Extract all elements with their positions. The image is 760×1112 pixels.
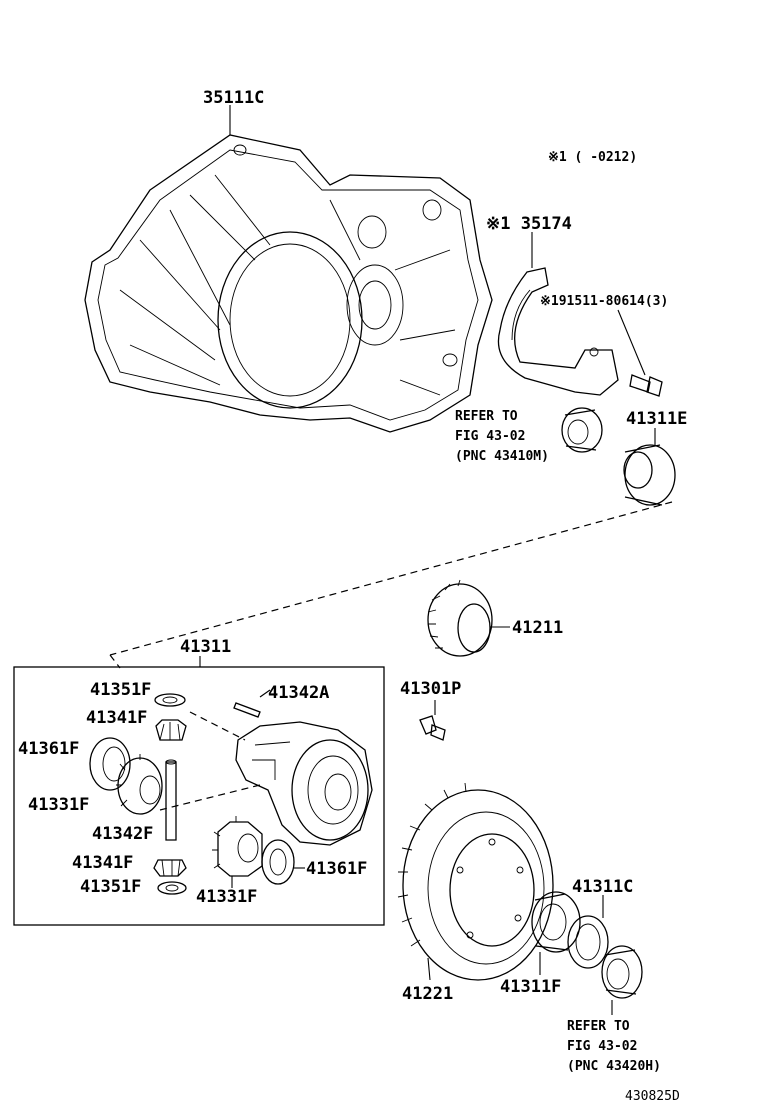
side-gear-41331f-left[interactable]: [116, 754, 163, 815]
bearing-41311f[interactable]: [531, 891, 581, 975]
figure-code: 430825D: [625, 1089, 680, 1104]
label-41351f-top[interactable]: 41351F: [90, 680, 151, 700]
label-35111c[interactable]: 35111C: [203, 88, 264, 108]
bearing-41311e[interactable]: [623, 428, 676, 506]
bolt-91511[interactable]: [617, 309, 663, 397]
pinion-gear-41341f-bottom[interactable]: [153, 859, 187, 877]
oil-seal-right[interactable]: [601, 945, 643, 1015]
bolt-41301p[interactable]: [419, 700, 446, 741]
label-91511-80614[interactable]: ※191511-80614(3): [540, 294, 668, 309]
label-41331f-bottom[interactable]: 41331F: [196, 887, 257, 907]
label-refer-1-line3: (PNC 43410M): [455, 449, 549, 464]
label-41342f[interactable]: 41342F: [92, 824, 153, 844]
pin-41342a[interactable]: [233, 689, 271, 718]
diff-guide-line-1: [189, 711, 246, 741]
washer-41361f-right[interactable]: [261, 839, 305, 885]
label-41331f-left[interactable]: 41331F: [28, 795, 89, 815]
transaxle-case[interactable]: [84, 105, 493, 433]
label-41341f-bottom[interactable]: 41341F: [72, 853, 133, 873]
label-41211[interactable]: 41211: [512, 618, 563, 638]
washer-41351f-bottom[interactable]: [157, 881, 187, 895]
label-41221[interactable]: 41221: [402, 984, 453, 1004]
drive-gear-41211[interactable]: [427, 579, 510, 657]
shaft-41342f[interactable]: [165, 759, 177, 841]
label-41342a[interactable]: 41342A: [268, 683, 329, 703]
label-41301p[interactable]: 41301P: [400, 679, 461, 699]
label-41311e[interactable]: 41311E: [626, 409, 687, 429]
assembly-leader-dashed: [109, 501, 673, 656]
label-41311[interactable]: 41311: [180, 637, 231, 657]
label-refer-2-line1: REFER TO: [567, 1019, 630, 1034]
bearing-race-41311c[interactable]: [567, 895, 609, 969]
label-refer-2-line3: (PNC 43420H): [567, 1059, 661, 1074]
sensor-bracket[interactable]: [497, 232, 619, 396]
ring-gear-41221[interactable]: [397, 782, 554, 981]
oil-seal-left[interactable]: [561, 407, 603, 453]
label-41361f-right[interactable]: 41361F: [306, 859, 367, 879]
assembly-leader-dashed-2: [109, 654, 121, 669]
label-refer-1-line1: REFER TO: [455, 409, 518, 424]
side-gear-41331f-bottom[interactable]: [212, 816, 263, 888]
label-41341f-top[interactable]: 41341F: [86, 708, 147, 728]
washer-41351f-top[interactable]: [154, 693, 186, 707]
differential-case[interactable]: [235, 721, 373, 846]
label-41311f[interactable]: 41311F: [500, 977, 561, 997]
label-41311c[interactable]: 41311C: [572, 877, 633, 897]
pinion-gear-41341f-top[interactable]: [155, 719, 187, 741]
label-refer-2-line2: FIG 43-02: [567, 1039, 637, 1054]
differential-assembly-box: [13, 666, 385, 926]
label-note-header: ※1 ( -0212): [548, 150, 637, 165]
label-41361f-left[interactable]: 41361F: [18, 739, 79, 759]
label-41351f-bottom[interactable]: 41351F: [80, 877, 141, 897]
label-35174[interactable]: ※1 35174: [486, 214, 572, 234]
diff-guide-line-2: [159, 784, 261, 811]
label-refer-1-line2: FIG 43-02: [455, 429, 525, 444]
washer-41361f-left[interactable]: [89, 737, 131, 791]
